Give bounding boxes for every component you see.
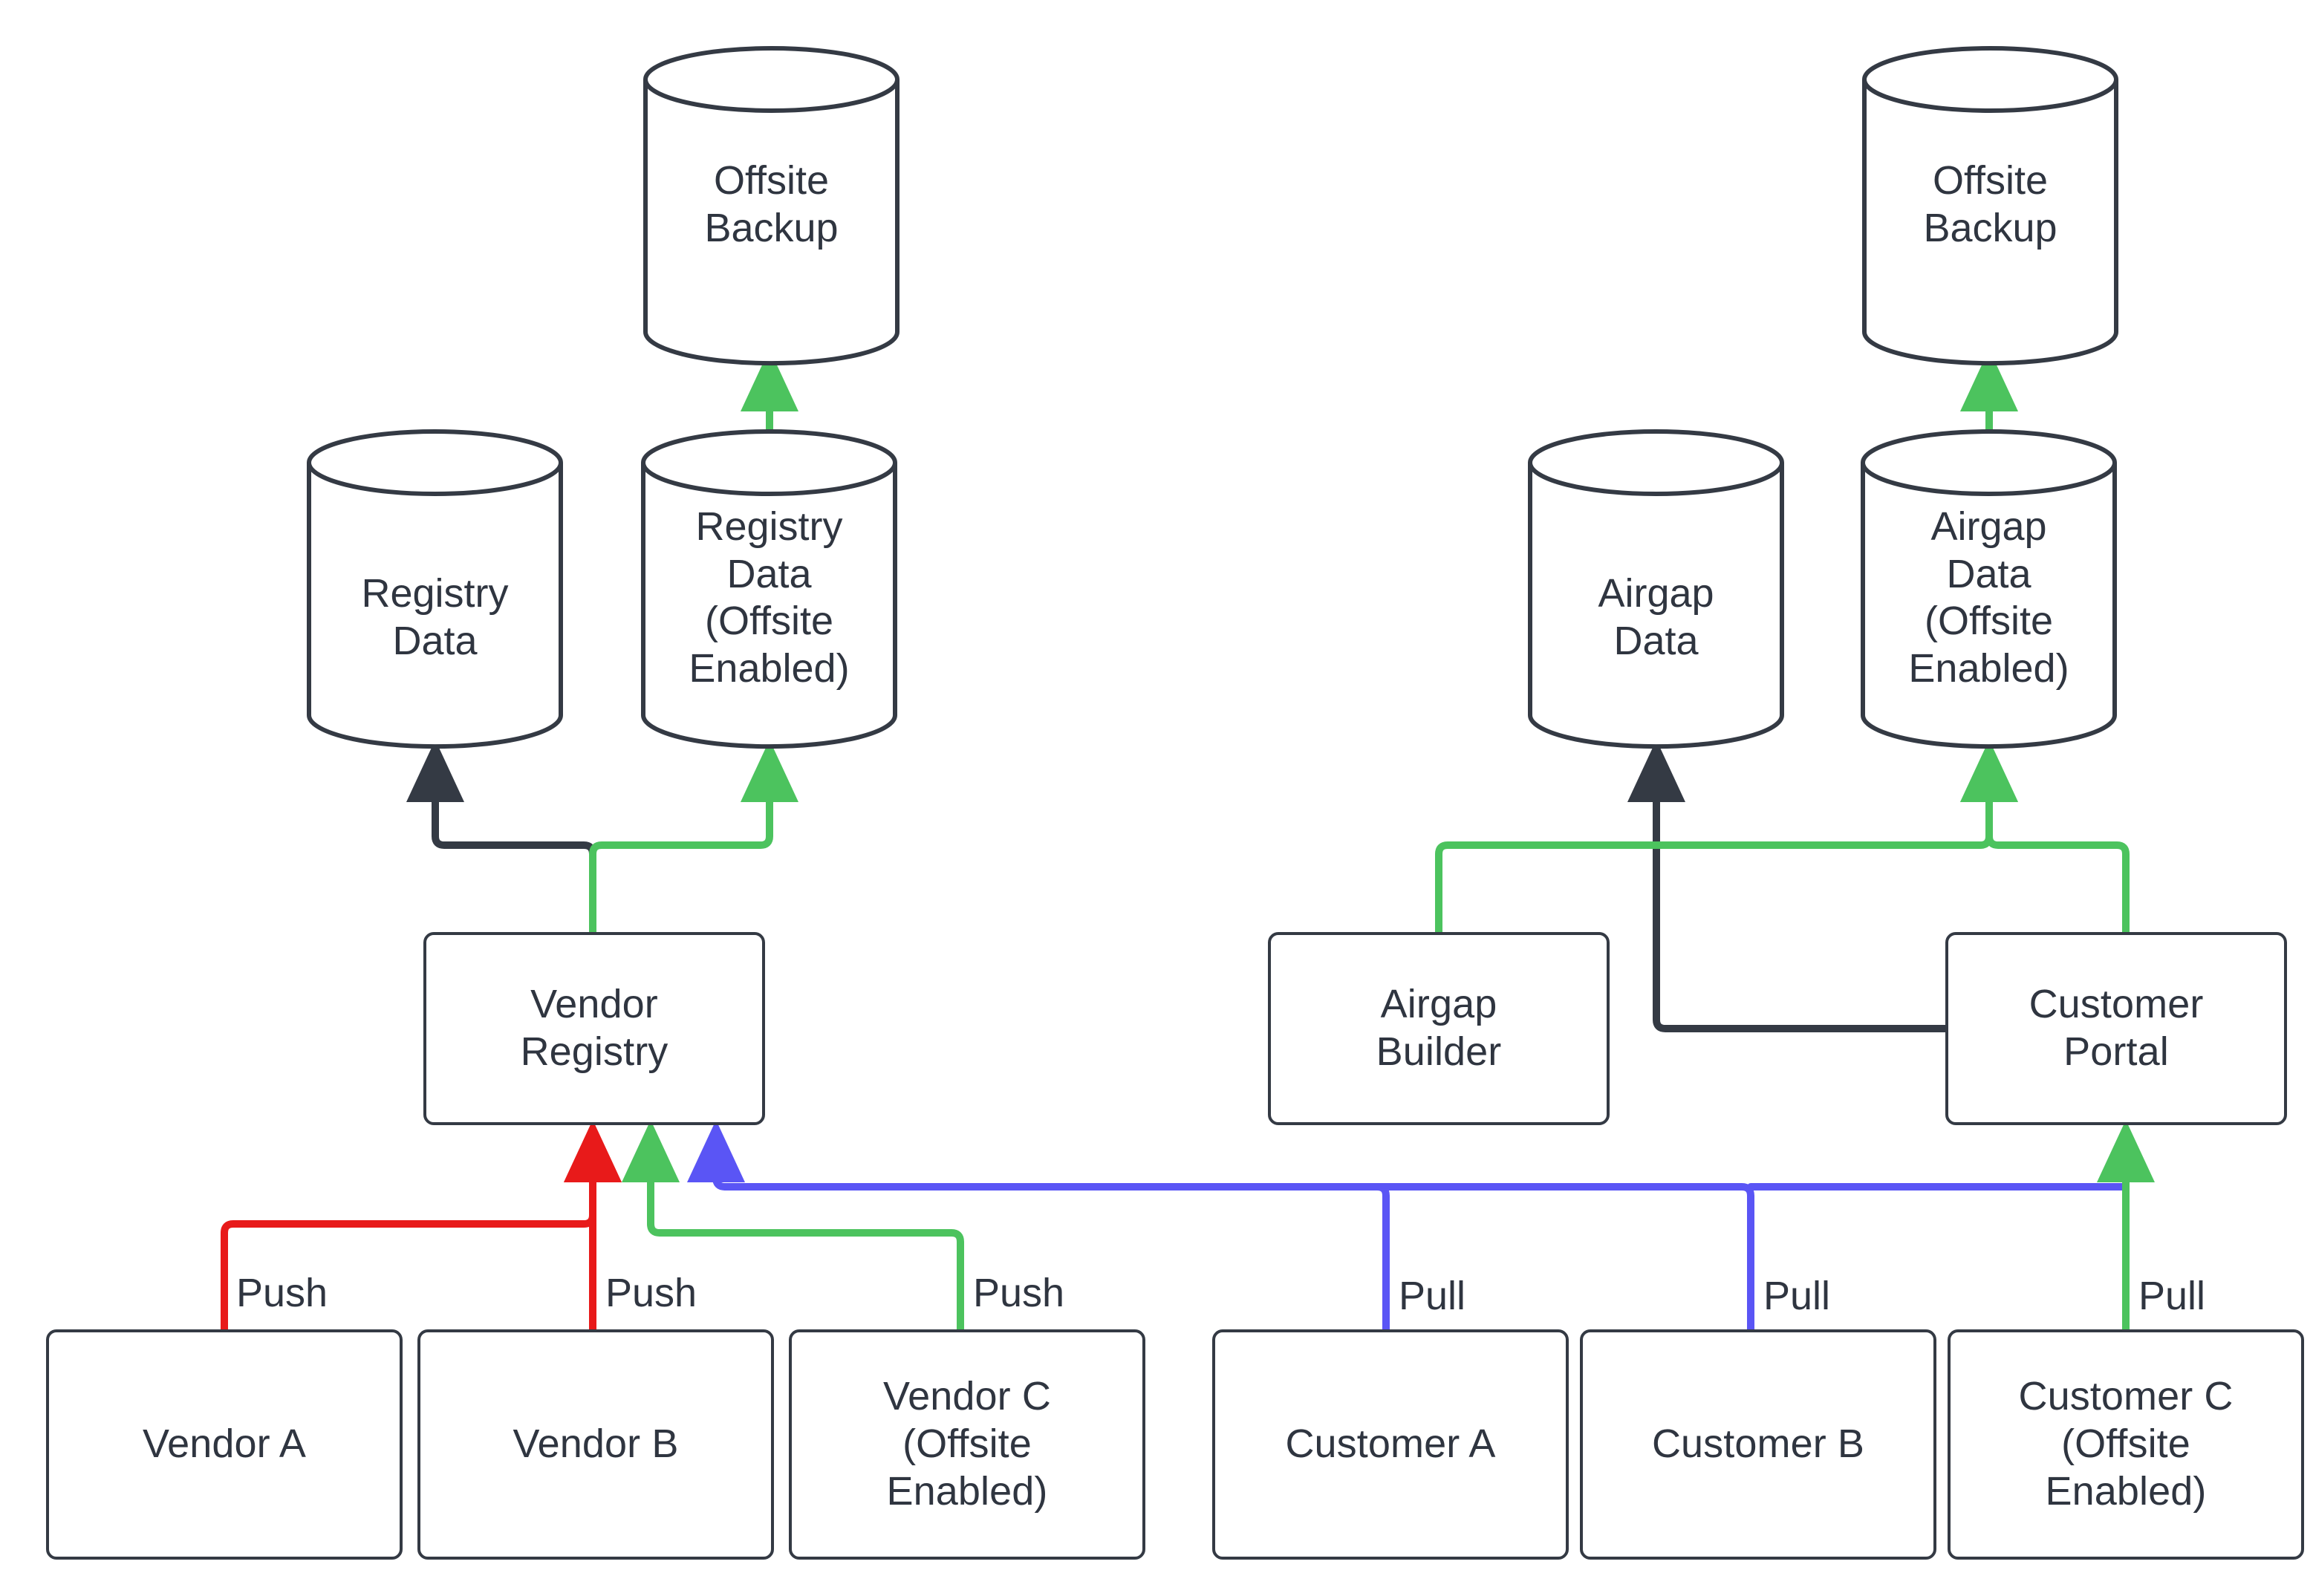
node-label: Customer A xyxy=(1285,1421,1496,1467)
edge-label-vendor-b-push: Push xyxy=(603,1273,700,1313)
cylinder-shape xyxy=(1861,429,2117,749)
node-registry-data-offsite[interactable]: Registry Data (Offsite Enabled) xyxy=(641,429,897,749)
edge-label-vendor-a-push: Push xyxy=(234,1273,331,1313)
cylinder-shape xyxy=(643,46,900,366)
node-customer-b[interactable]: Customer B xyxy=(1580,1329,1936,1560)
node-label: Customer C (Offsite Enabled) xyxy=(2018,1374,2234,1514)
node-offsite-backup-left[interactable]: Offsite Backup xyxy=(643,46,900,366)
edge-vendor-registry-to-registry-data-offsite xyxy=(589,739,798,936)
node-label: Vendor A xyxy=(143,1421,306,1467)
edge-customer-portal-to-airgap-data-offsite xyxy=(1960,739,2130,936)
cylinder-shape xyxy=(641,429,897,749)
node-customer-c[interactable]: Customer C (Offsite Enabled) xyxy=(1948,1329,2304,1560)
node-vendor-b[interactable]: Vendor B xyxy=(417,1329,774,1560)
node-airgap-builder[interactable]: Airgap Builder xyxy=(1268,932,1610,1125)
node-label: Vendor C (Offsite Enabled) xyxy=(883,1374,1051,1514)
edge-vendor-c-push xyxy=(622,1119,964,1333)
node-label: Vendor Registry xyxy=(520,982,668,1074)
cylinder-shape xyxy=(1862,46,2118,366)
edge-label-customer-c-pull: Pull xyxy=(2136,1276,2208,1316)
node-vendor-c[interactable]: Vendor C (Offsite Enabled) xyxy=(789,1329,1145,1560)
cylinder-shape xyxy=(1528,429,1784,749)
node-label: Vendor B xyxy=(513,1421,679,1467)
node-registry-data[interactable]: Registry Data xyxy=(307,429,563,749)
edge-customer-portal-to-airgap-data xyxy=(1627,739,1949,1032)
node-vendor-a[interactable]: Vendor A xyxy=(46,1329,403,1560)
node-label: Airgap Builder xyxy=(1376,982,1502,1074)
edge-label-customer-b-pull: Pull xyxy=(1761,1276,1833,1316)
node-label: Customer B xyxy=(1651,1421,1865,1467)
node-label: Customer Portal xyxy=(2029,982,2204,1074)
node-airgap-data[interactable]: Airgap Data xyxy=(1528,429,1784,749)
edge-label-customer-a-pull: Pull xyxy=(1396,1276,1468,1316)
node-customer-portal[interactable]: Customer Portal xyxy=(1945,932,2287,1125)
node-customer-a[interactable]: Customer A xyxy=(1212,1329,1569,1560)
node-vendor-registry[interactable]: Vendor Registry xyxy=(423,932,765,1125)
node-offsite-backup-right[interactable]: Offsite Backup xyxy=(1862,46,2118,366)
edge-label-vendor-c-push: Push xyxy=(971,1273,1067,1313)
node-airgap-data-offsite[interactable]: Airgap Data (Offsite Enabled) xyxy=(1861,429,2117,749)
cylinder-shape xyxy=(307,429,563,749)
